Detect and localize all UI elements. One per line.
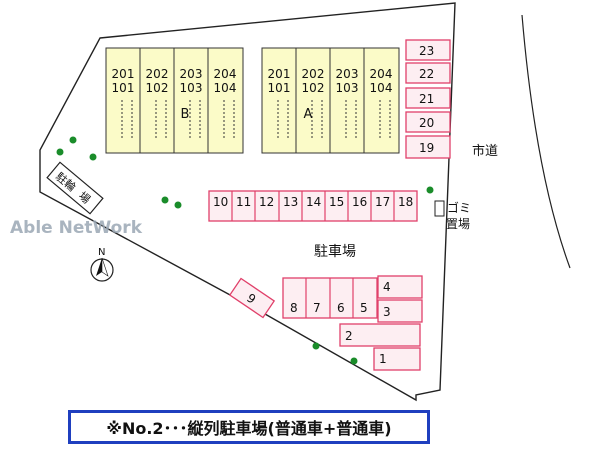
building-b-unit-204: 204 — [214, 67, 237, 81]
building-a: 201 101 202 102 203 103 204 104 A — [261, 47, 400, 154]
parking-slot-21: 21 — [419, 92, 434, 106]
parking-middle-row: 10 11 12 13 14 15 16 17 18 — [208, 190, 418, 222]
city-road-label: 市道 — [472, 143, 498, 159]
parking-right-column: 23 22 21 20 19 — [405, 39, 451, 159]
tree-icon — [174, 201, 182, 209]
building-a-label: A — [304, 107, 313, 122]
parking-slot-12: 12 — [259, 195, 274, 209]
building-b: 201 101 202 102 203 103 204 104 B — [105, 47, 244, 154]
parking-slot-5: 5 — [360, 301, 368, 315]
parking-lot-label: 駐車場 — [314, 243, 356, 260]
parking-slot-20: 20 — [419, 116, 434, 130]
parking-slot-18: 18 — [398, 195, 413, 209]
compass-icon: N — [90, 247, 114, 282]
parking-slot-15: 15 — [329, 195, 344, 209]
building-a-unit-104: 104 — [370, 81, 393, 95]
garbage-label-2: 置場 — [446, 217, 470, 231]
parking-slot-4: 4 — [383, 280, 391, 294]
parking-slot-19: 19 — [419, 141, 434, 155]
parking-slot-13: 13 — [283, 195, 298, 209]
tree-icon — [89, 153, 97, 161]
parking-slot-8: 8 — [290, 301, 298, 315]
parking-slot-17: 17 — [375, 195, 390, 209]
building-b-unit-101: 101 — [112, 81, 135, 95]
tree-icon — [350, 357, 358, 365]
parking-slot-9-group: 9 — [228, 277, 276, 319]
tree-icon — [312, 342, 320, 350]
parking-slot-7: 7 — [313, 301, 321, 315]
parking-slot-22: 22 — [419, 67, 434, 81]
building-a-unit-102: 102 — [302, 81, 325, 95]
building-a-unit-203: 203 — [336, 67, 359, 81]
building-b-unit-203: 203 — [180, 67, 203, 81]
tree-markers — [56, 136, 434, 365]
parking-slot-10: 10 — [213, 195, 228, 209]
tree-icon — [161, 196, 169, 204]
parking-slot-3: 3 — [383, 305, 391, 319]
garbage-label-1: ゴミ — [447, 200, 471, 215]
building-b-unit-102: 102 — [146, 81, 169, 95]
parking-lower-right: 4 3 — [377, 275, 423, 323]
building-a-unit-103: 103 — [336, 81, 359, 95]
building-b-unit-202: 202 — [146, 67, 169, 81]
road-edge-line — [521, 14, 571, 269]
building-b-label: B — [181, 107, 190, 122]
parking-slot-6: 6 — [337, 301, 345, 315]
building-a-unit-201: 201 — [268, 67, 291, 81]
footer-note: ※No.2･･･縦列駐車場(普通車+普通車) — [106, 419, 392, 438]
building-a-unit-101: 101 — [268, 81, 291, 95]
parking-slot-2: 2 — [345, 329, 353, 343]
parking-lower-row: 8 7 6 5 — [282, 277, 378, 319]
footer-note-box: ※No.2･･･縦列駐車場(普通車+普通車) — [68, 410, 430, 444]
parking-slot-14: 14 — [306, 195, 321, 209]
building-a-unit-204: 204 — [370, 67, 393, 81]
parking-slot-11: 11 — [236, 195, 251, 209]
tree-icon — [426, 186, 434, 194]
parking-slot-16: 16 — [352, 195, 367, 209]
garbage-station-box — [434, 200, 445, 217]
parking-bottom: 2 1 — [339, 323, 421, 371]
building-b-unit-104: 104 — [214, 81, 237, 95]
building-a-unit-202: 202 — [302, 67, 325, 81]
compass-north-label: N — [98, 247, 105, 258]
tree-icon — [56, 148, 64, 156]
building-b-unit-201: 201 — [112, 67, 135, 81]
building-b-unit-103: 103 — [180, 81, 203, 95]
tree-icon — [69, 136, 77, 144]
watermark-logo: Able NetWork — [10, 218, 143, 238]
parking-slot-1: 1 — [379, 352, 387, 366]
parking-slot-23: 23 — [419, 44, 434, 58]
